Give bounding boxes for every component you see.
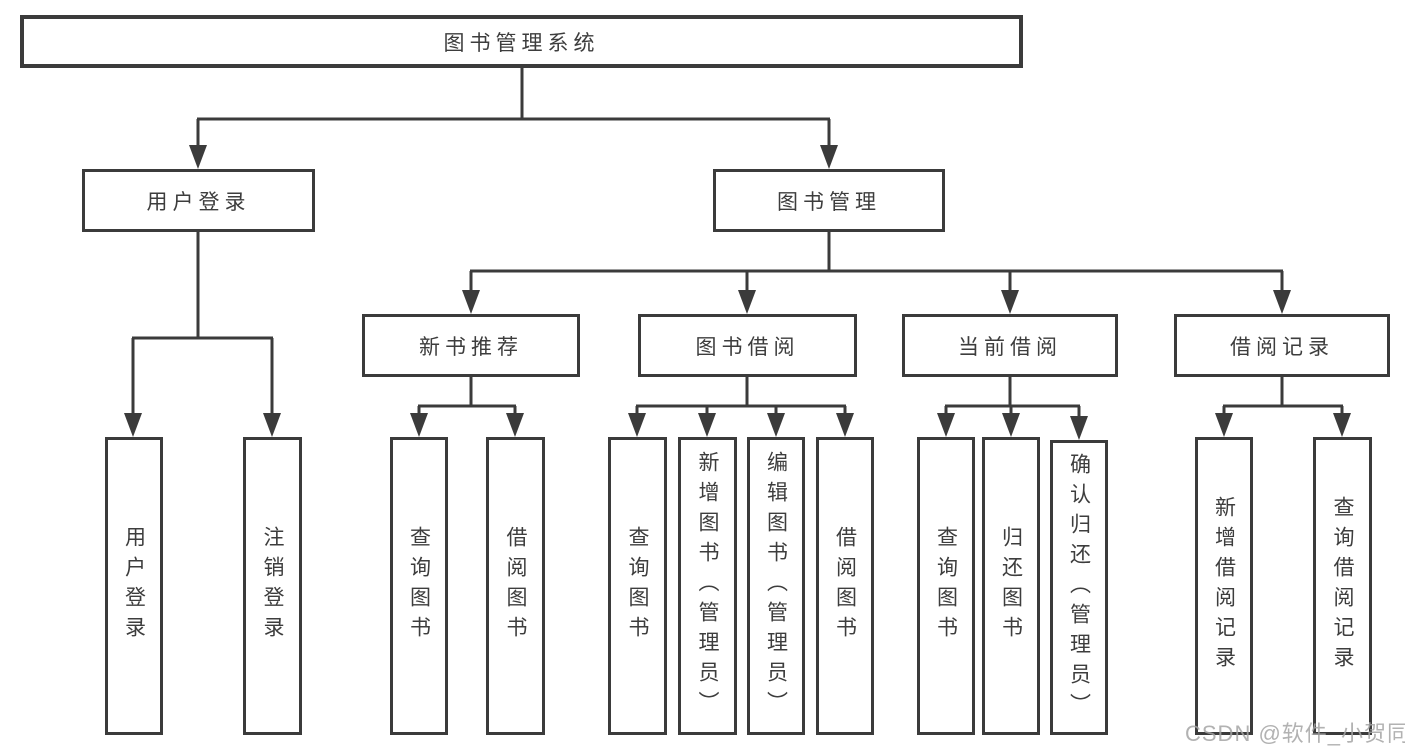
node-new-book-recommend: 新书推荐 — [362, 314, 580, 377]
node-book-borrow: 图书借阅 — [638, 314, 857, 377]
leaf-add-book-admin: 新增图书（管理员） — [678, 437, 737, 735]
node-label: 归还图书 — [999, 526, 1023, 646]
node-label: 图书借阅 — [695, 335, 800, 359]
node-book-management: 图书管理 — [713, 169, 945, 232]
node-label: 编辑图书（管理员） — [764, 451, 788, 721]
leaf-query-borrow-record: 查询借阅记录 — [1313, 437, 1372, 735]
leaf-logout: 注销登录 — [243, 437, 302, 735]
node-label: 新书推荐 — [419, 335, 523, 359]
leaf-borrow-books: 借阅图书 — [816, 437, 874, 735]
node-borrow-records: 借阅记录 — [1174, 314, 1390, 377]
csdn-watermark: CSDN @软件_小贺同学 — [1185, 721, 1405, 746]
leaf-add-borrow-record: 新增借阅记录 — [1195, 437, 1253, 735]
node-label: 查询图书 — [407, 526, 431, 646]
leaf-query-books-recommend: 查询图书 — [390, 437, 448, 735]
node-user-login: 用户登录 — [82, 169, 315, 232]
node-label: 新增图书（管理员） — [696, 451, 719, 721]
leaf-query-books-borrow: 查询图书 — [608, 437, 667, 735]
node-label: 用户登录 — [146, 190, 251, 214]
node-label: 查询借阅记录 — [1331, 496, 1354, 676]
node-label: 借阅记录 — [1230, 335, 1334, 359]
node-label: 确认归还（管理员） — [1067, 452, 1091, 723]
node-label: 用户登录 — [122, 526, 146, 646]
node-label: 借阅图书 — [833, 526, 857, 646]
node-root-system: 图书管理系统 — [20, 15, 1023, 68]
leaf-confirm-return-admin: 确认归还（管理员） — [1050, 440, 1108, 735]
node-label: 注销登录 — [261, 526, 284, 646]
leaf-borrow-books-recommend: 借阅图书 — [486, 437, 545, 735]
node-label: 查询图书 — [934, 526, 958, 646]
node-label: 图书管理 — [777, 190, 881, 214]
leaf-query-books-current: 查询图书 — [917, 437, 975, 735]
node-label: 查询图书 — [626, 526, 649, 646]
node-current-borrow: 当前借阅 — [902, 314, 1118, 377]
node-label: 图书管理系统 — [443, 31, 600, 55]
node-label: 新增借阅记录 — [1212, 496, 1236, 676]
node-label: 当前借阅 — [958, 335, 1062, 359]
leaf-return-books: 归还图书 — [982, 437, 1040, 735]
node-label: 借阅图书 — [504, 526, 527, 646]
leaf-user-login: 用户登录 — [105, 437, 163, 735]
leaf-edit-book-admin: 编辑图书（管理员） — [747, 437, 805, 735]
